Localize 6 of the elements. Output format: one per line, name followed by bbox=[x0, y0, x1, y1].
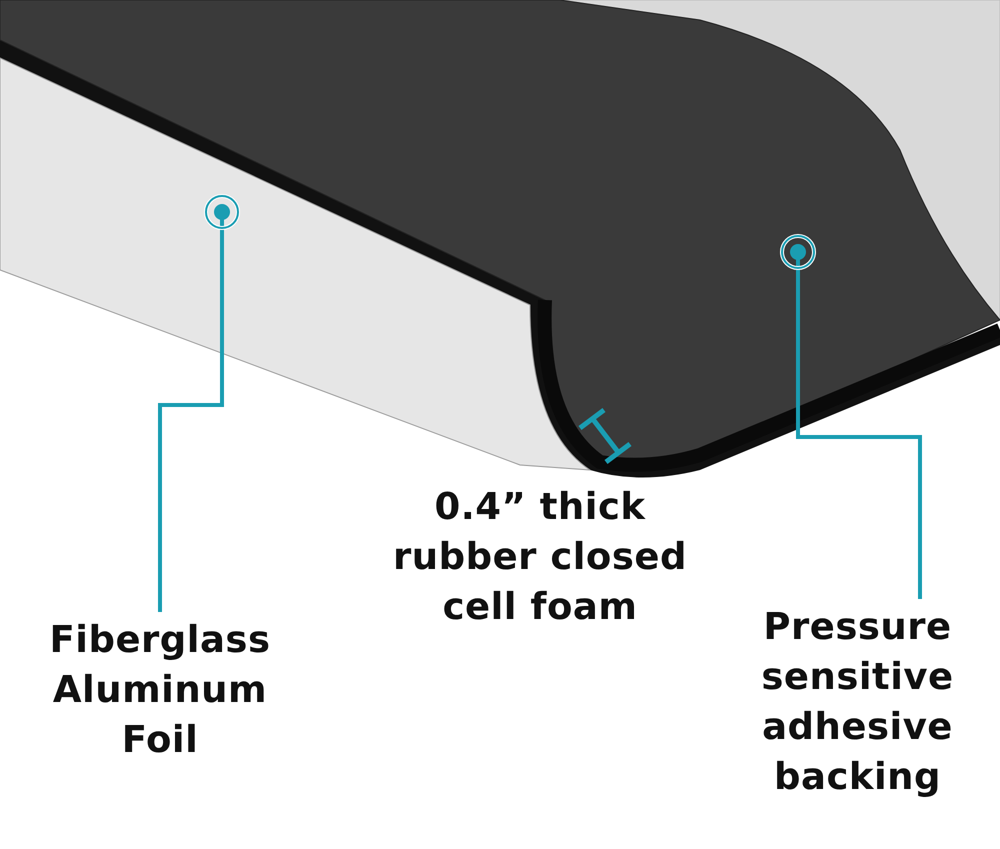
dimension-label: 0.4” thick rubber closed cell foam bbox=[392, 484, 688, 630]
callout-text: Pressure sensitive adhesive backing bbox=[760, 604, 955, 800]
callout-text: Fiberglass Aluminum Foil bbox=[48, 617, 272, 763]
leader-line bbox=[158, 194, 240, 612]
leader-line bbox=[780, 234, 922, 599]
foil-layer bbox=[0, 58, 590, 470]
